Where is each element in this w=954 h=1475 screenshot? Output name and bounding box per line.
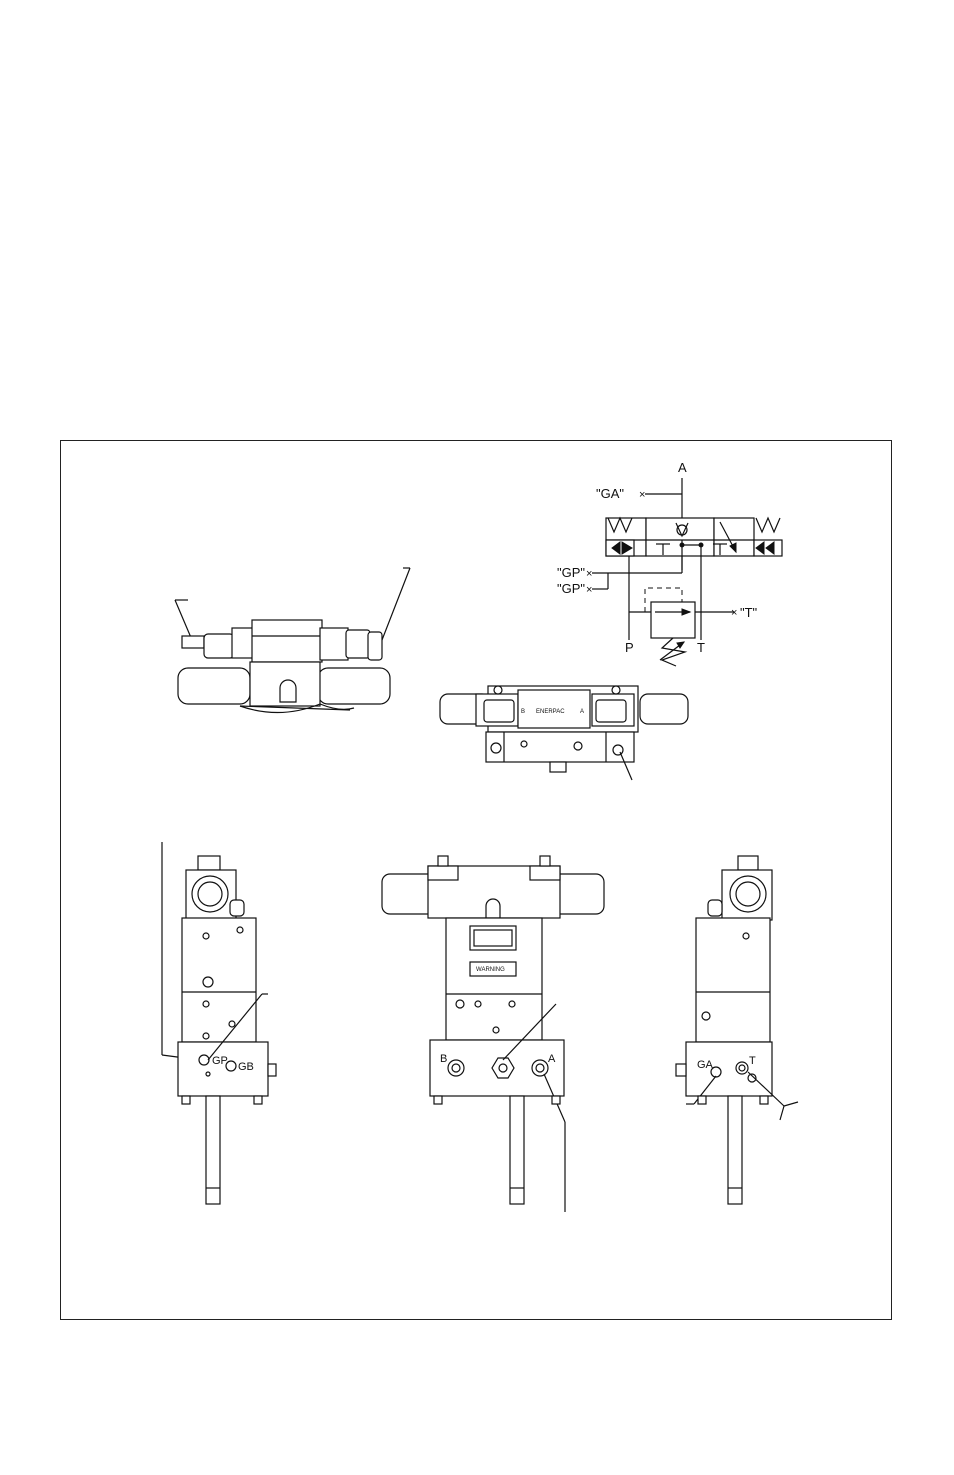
right-view-port-ga: GA — [697, 1059, 714, 1071]
schematic-port-gp2-label: "GP" — [557, 581, 585, 596]
svg-text:×: × — [586, 584, 592, 596]
svg-text:×: × — [639, 489, 645, 501]
valve-left-end-view: GP GB — [161, 842, 277, 1205]
left-view-port-gb: GB — [238, 1061, 254, 1073]
schematic-port-ga-label: "GA" — [596, 486, 624, 501]
right-view-port-t: T — [749, 1055, 756, 1067]
front-view-port-a: A — [548, 1053, 556, 1065]
schematic-port-gp1-label: "GP" — [557, 565, 585, 580]
schematic-port-a-label: A — [678, 460, 687, 475]
valve-side-view — [174, 567, 411, 714]
top-view-brand: ENERPAC — [536, 709, 565, 715]
valve-right-end-view: GA T — [675, 855, 799, 1205]
schematic-port-t-gauge-label: "T" — [740, 605, 758, 620]
svg-text:×: × — [731, 607, 737, 619]
svg-text:×: × — [586, 568, 592, 580]
hydraulic-schematic: A "GA" × "GP" — [557, 460, 783, 667]
schematic-port-t-label: T — [697, 640, 705, 655]
left-view-port-gp: GP — [212, 1055, 228, 1067]
top-view-port-b: B — [521, 709, 525, 715]
schematic-port-p-label: P — [625, 640, 634, 655]
top-view-port-a: A — [580, 709, 584, 715]
valve-front-view: WARNING B A — [381, 855, 605, 1212]
front-view-port-b: B — [440, 1053, 447, 1065]
valve-top-view: ENERPAC B A — [439, 685, 689, 781]
front-view-warning: WARNING — [476, 967, 505, 973]
drawing-frame — [60, 440, 892, 1320]
